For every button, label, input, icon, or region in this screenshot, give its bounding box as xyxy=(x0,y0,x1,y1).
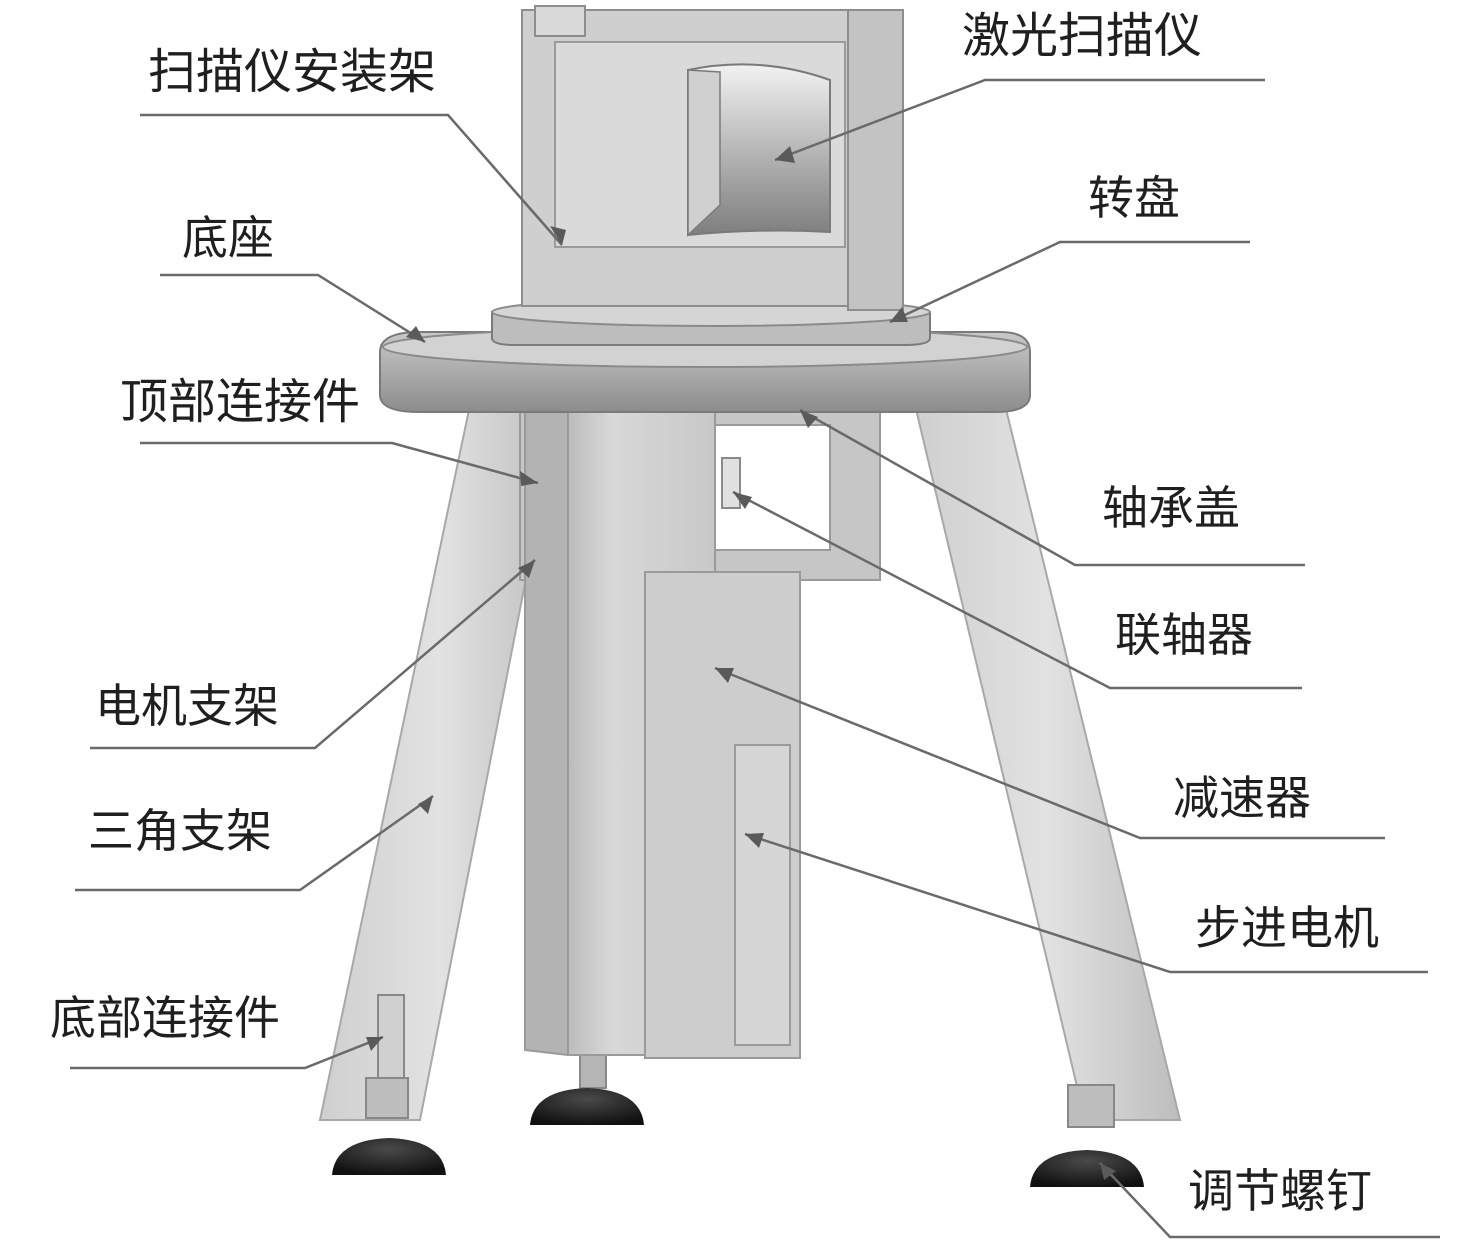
foot-left xyxy=(332,1138,446,1175)
leader-tripod xyxy=(75,794,434,892)
laser-scanner xyxy=(687,63,831,237)
label-motor-bracket: 电机支架 xyxy=(95,679,279,733)
label-scanner-mount: 扫描仪安装架 xyxy=(148,44,437,100)
leader-top-connector xyxy=(140,441,539,485)
leader-turntable xyxy=(889,240,1250,324)
label-reducer: 减速器 xyxy=(1173,771,1311,825)
label-stepper-motor: 步进电机 xyxy=(1195,901,1379,955)
leader-laser-scanner xyxy=(774,78,1265,162)
label-top-connector: 顶部连接件 xyxy=(120,374,361,430)
label-base: 底座 xyxy=(182,211,274,265)
reducer-side xyxy=(524,370,569,1057)
label-bearing-cover: 轴承盖 xyxy=(1102,481,1240,535)
leader-motor-bracket xyxy=(90,559,536,750)
leg-bottom-details xyxy=(365,994,1115,1128)
label-turntable: 转盘 xyxy=(1088,171,1180,225)
leader-lines xyxy=(70,78,1440,1239)
label-laser-scanner: 激光扫描仪 xyxy=(962,8,1203,64)
leader-base xyxy=(160,273,426,344)
label-coupling: 联轴器 xyxy=(1115,608,1253,662)
leader-bearing-cover xyxy=(799,408,1305,567)
label-bottom-connector: 底部连接件 xyxy=(50,991,280,1045)
leader-bottom-connector xyxy=(70,1035,384,1070)
foot-center xyxy=(530,1088,644,1125)
adjusting-feet xyxy=(332,1088,1144,1187)
leader-scanner-mount xyxy=(140,113,563,246)
leader-stepper-motor xyxy=(744,832,1428,974)
leader-coupling xyxy=(732,490,1302,690)
foot-right xyxy=(1030,1150,1144,1187)
leader-arrowheads xyxy=(366,146,1116,1180)
label-adjusting-screw: 调节螺钉 xyxy=(1188,1164,1372,1218)
leader-adjusting-screw xyxy=(1099,1162,1440,1239)
leader-reducer xyxy=(714,666,1385,840)
label-tripod: 三角支架 xyxy=(88,804,272,858)
